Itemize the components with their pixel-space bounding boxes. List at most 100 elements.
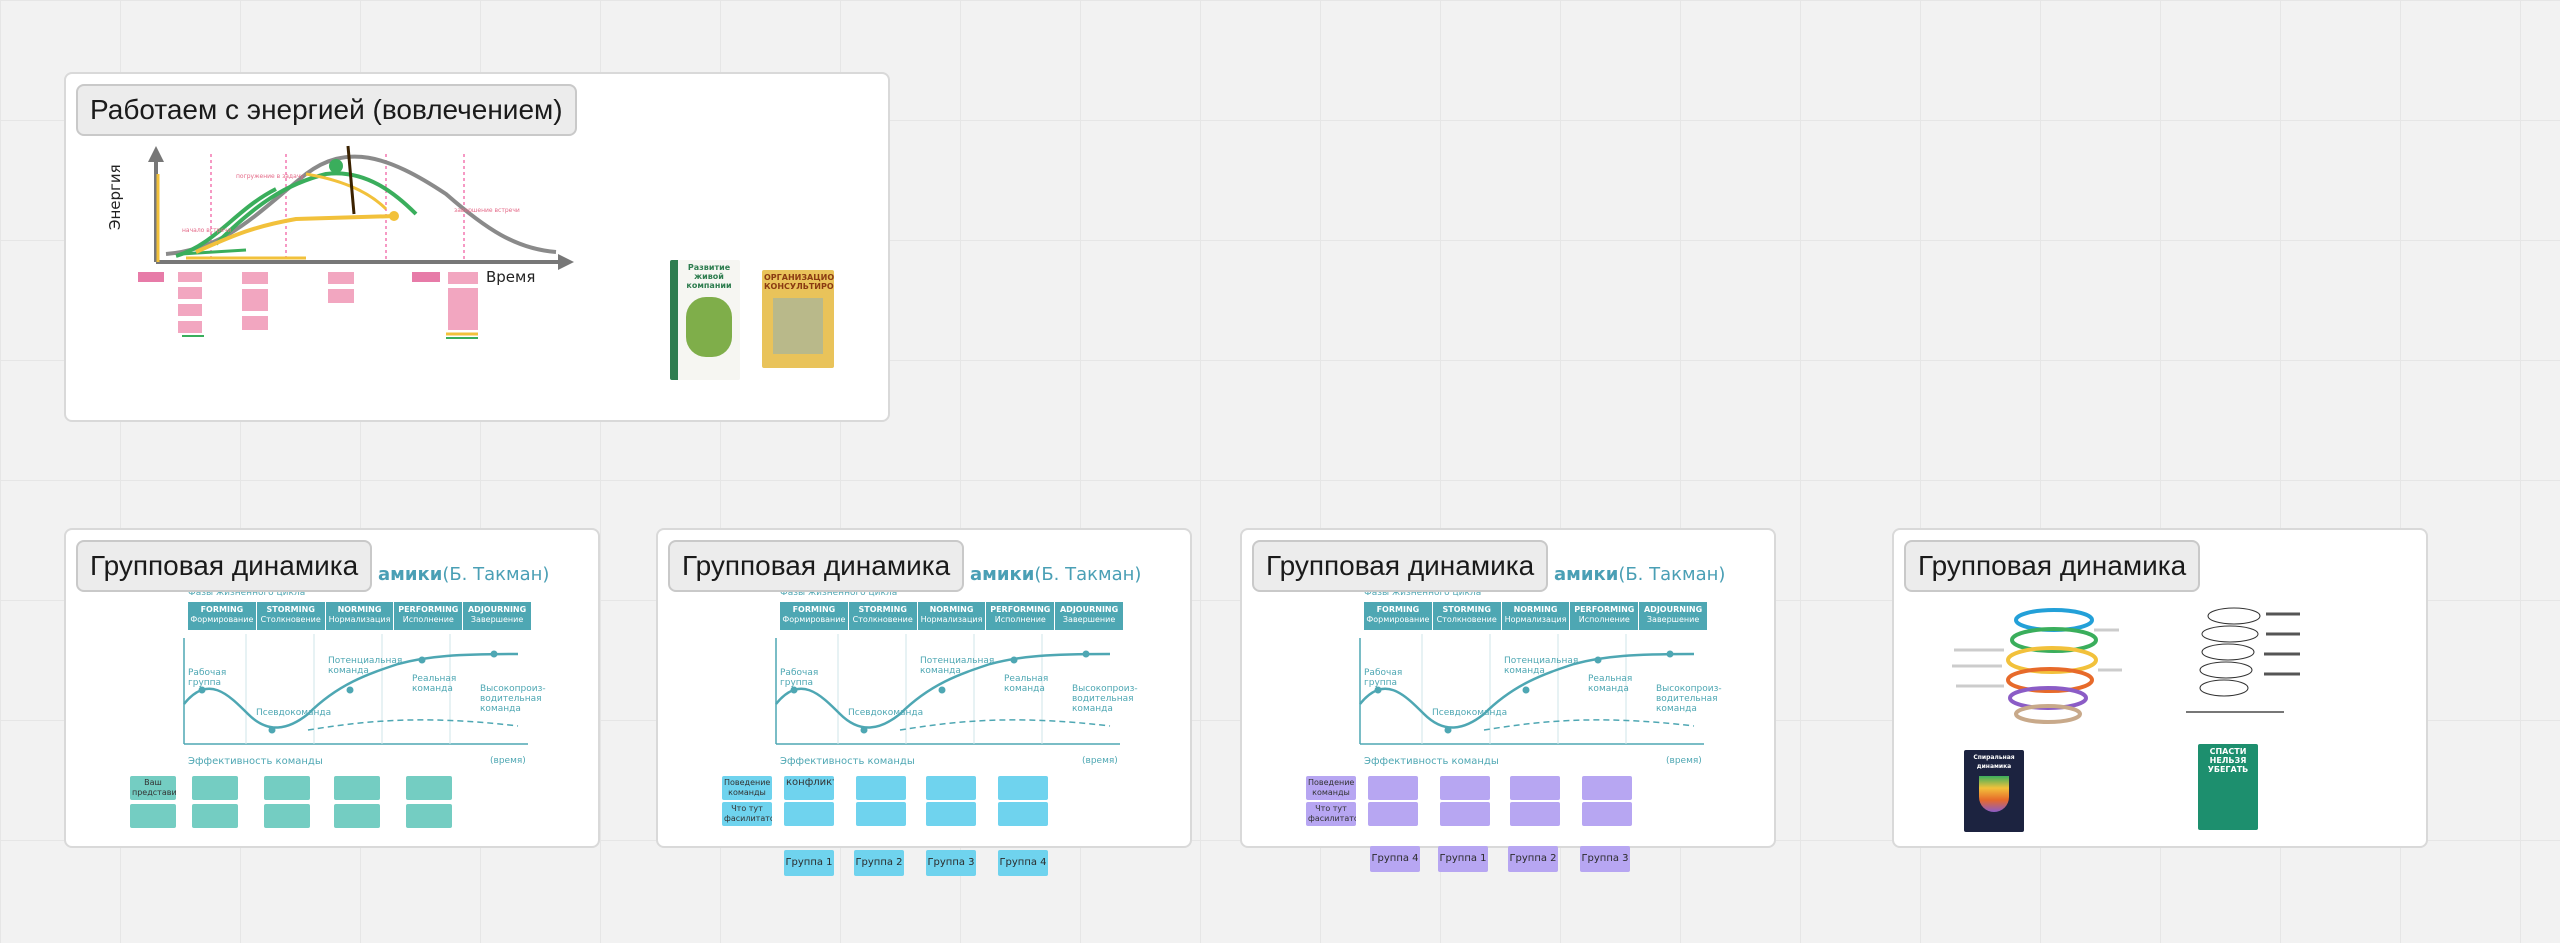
sticky-note[interactable] xyxy=(192,776,238,800)
group-frame-4[interactable]: Групповая динамика Спиральная динамика С… xyxy=(1892,528,2428,848)
sticky-note[interactable] xyxy=(264,776,310,800)
sticky-note[interactable] xyxy=(1582,776,1632,800)
book-1[interactable]: Развитие живой компании xyxy=(670,260,740,380)
sticky-note[interactable] xyxy=(998,802,1048,826)
sticky-note[interactable] xyxy=(334,804,380,828)
curve-label-0: Рабочая группа xyxy=(188,668,227,688)
x-axis-right: (время) xyxy=(1666,756,1702,766)
group-chip[interactable]: Группа 3 xyxy=(1580,846,1630,872)
x-axis-title: Эффективность команды xyxy=(1364,756,1499,767)
sticky-note[interactable] xyxy=(1582,802,1632,826)
sticky-note[interactable] xyxy=(926,802,976,826)
tuckman-curve xyxy=(1359,634,1704,745)
sticky-note[interactable]: конфликты xyxy=(784,776,834,800)
curve-label-4: Высокопроиз-водительная команда xyxy=(480,684,546,714)
group-frame-3[interactable]: Групповая динамика амики(Б. Такман) Фазы … xyxy=(1240,528,1776,872)
sticky-note[interactable]: Поведение команды xyxy=(1306,776,1356,800)
phases-caption: Фазы жизненного цикла xyxy=(188,588,306,598)
sticky-note[interactable]: Что тут фасилитатор xyxy=(1306,802,1356,826)
frame-title[interactable]: Работаем с энергией (вовлечением) xyxy=(76,84,577,136)
frame-title[interactable]: Групповая динамика xyxy=(1904,540,2201,592)
book-save-title: СПАСТИ НЕЛЬЗЯ УБЕГАТЬ xyxy=(2207,747,2249,774)
sticky-note[interactable]: Что тут фасилитатор xyxy=(722,802,772,826)
phases-caption: Фазы жизненного цикла xyxy=(1364,588,1482,598)
book-2-cover-art xyxy=(773,298,823,354)
sticky-note[interactable] xyxy=(998,776,1048,800)
energy-chart: начало встречи погружение в задачу завер… xyxy=(106,145,574,339)
frame-title[interactable]: Групповая динамика xyxy=(668,540,965,592)
sticky-note[interactable] xyxy=(406,776,452,800)
annotation-start: начало встречи xyxy=(182,227,232,234)
group-chip[interactable]: Группа 1 xyxy=(784,850,834,876)
group-frame-2[interactable]: Групповая динамика амики(Б. Такман)Фазы … xyxy=(656,528,1192,876)
sticky-note[interactable] xyxy=(1440,802,1490,826)
sticky-note[interactable] xyxy=(1510,802,1560,826)
group-chip[interactable]: Группа 2 xyxy=(1508,846,1558,872)
sticky-note[interactable] xyxy=(192,804,238,828)
x-axis-title: Эффективность команды xyxy=(188,756,323,767)
annotation-immersion: погружение в задачу xyxy=(236,173,304,180)
curve-label-2: Потенциальная команда xyxy=(920,656,995,676)
group-frame-1[interactable]: Групповая динамика амики(Б. Такман) Фазы … xyxy=(64,528,600,848)
book-spiral-art xyxy=(1979,776,2009,812)
tuckman-curve xyxy=(183,634,528,745)
annotation-end: завершение встречи xyxy=(454,207,520,214)
tuckman-heading: амики(Б. Такман) xyxy=(378,564,550,585)
x-axis-title: Эффективность команды xyxy=(780,756,915,767)
sticky-note[interactable] xyxy=(1440,776,1490,800)
sticky-note[interactable] xyxy=(926,776,976,800)
x-axis-right: (время) xyxy=(1082,756,1118,766)
tuckman-heading: амики(Б. Такман) xyxy=(1554,564,1726,585)
curve-label-1: Псевдокоманда xyxy=(256,708,332,718)
book-1-title: Развитие живой компании xyxy=(686,263,732,290)
frame-title[interactable]: Групповая динамика xyxy=(1252,540,1549,592)
group-chip[interactable]: Группа 2 xyxy=(854,850,904,876)
energy-frame[interactable]: Работаем с энергией (вовлечением) начало… xyxy=(64,72,890,422)
group-chip[interactable]: Группа 4 xyxy=(1370,846,1420,872)
values-diagram xyxy=(2186,607,2300,713)
sticky-note[interactable] xyxy=(334,776,380,800)
book-2[interactable]: ОРГАНИЗАЦИОННОЕ КОНСУЛЬТИРОВАНИЕ xyxy=(762,270,834,368)
sticky-note[interactable] xyxy=(784,802,834,826)
tuckman-heading: амики(Б. Такман) xyxy=(970,564,1142,585)
sticky-note[interactable] xyxy=(1368,776,1418,800)
sticky-note[interactable] xyxy=(856,776,906,800)
book-spiral-dynamics[interactable]: Спиральная динамика xyxy=(1964,750,2024,832)
group-chip[interactable]: Группа 3 xyxy=(926,850,976,876)
frame-title[interactable]: Групповая динамика xyxy=(76,540,373,592)
book-1-cover-art xyxy=(686,297,732,357)
sticky-note[interactable] xyxy=(264,804,310,828)
sticky-note[interactable] xyxy=(1510,776,1560,800)
book-save[interactable]: СПАСТИ НЕЛЬЗЯ УБЕГАТЬ xyxy=(2198,744,2258,830)
curve-label-1: Псевдокоманда xyxy=(1432,708,1508,718)
sticky-note[interactable] xyxy=(130,804,176,828)
curve-label-2: Потенциальная команда xyxy=(328,656,403,676)
curve-label-3: Реальная команда xyxy=(1588,674,1633,694)
group-chip[interactable]: Группа 4 xyxy=(998,850,1048,876)
sticky-note[interactable]: Поведение команды xyxy=(722,776,772,800)
tuckman-curve xyxy=(775,634,1120,745)
curve-label-4: Высокопроиз-водительная команда xyxy=(1656,684,1722,714)
sticky-note[interactable] xyxy=(406,804,452,828)
sticky-note[interactable] xyxy=(1368,802,1418,826)
book-2-title: ОРГАНИЗАЦИОННОЕ КОНСУЛЬТИРОВАНИЕ xyxy=(764,273,834,291)
book-spiral-title: Спиральная динамика xyxy=(1973,754,2015,770)
group-chip[interactable]: Группа 1 xyxy=(1438,846,1488,872)
sticky-note[interactable]: Ваш представитель в от xyxy=(130,776,176,800)
curve-label-1: Псевдокоманда xyxy=(848,708,924,718)
sticky-note[interactable] xyxy=(856,802,906,826)
curve-label-0: Рабочая группа xyxy=(1364,668,1403,688)
